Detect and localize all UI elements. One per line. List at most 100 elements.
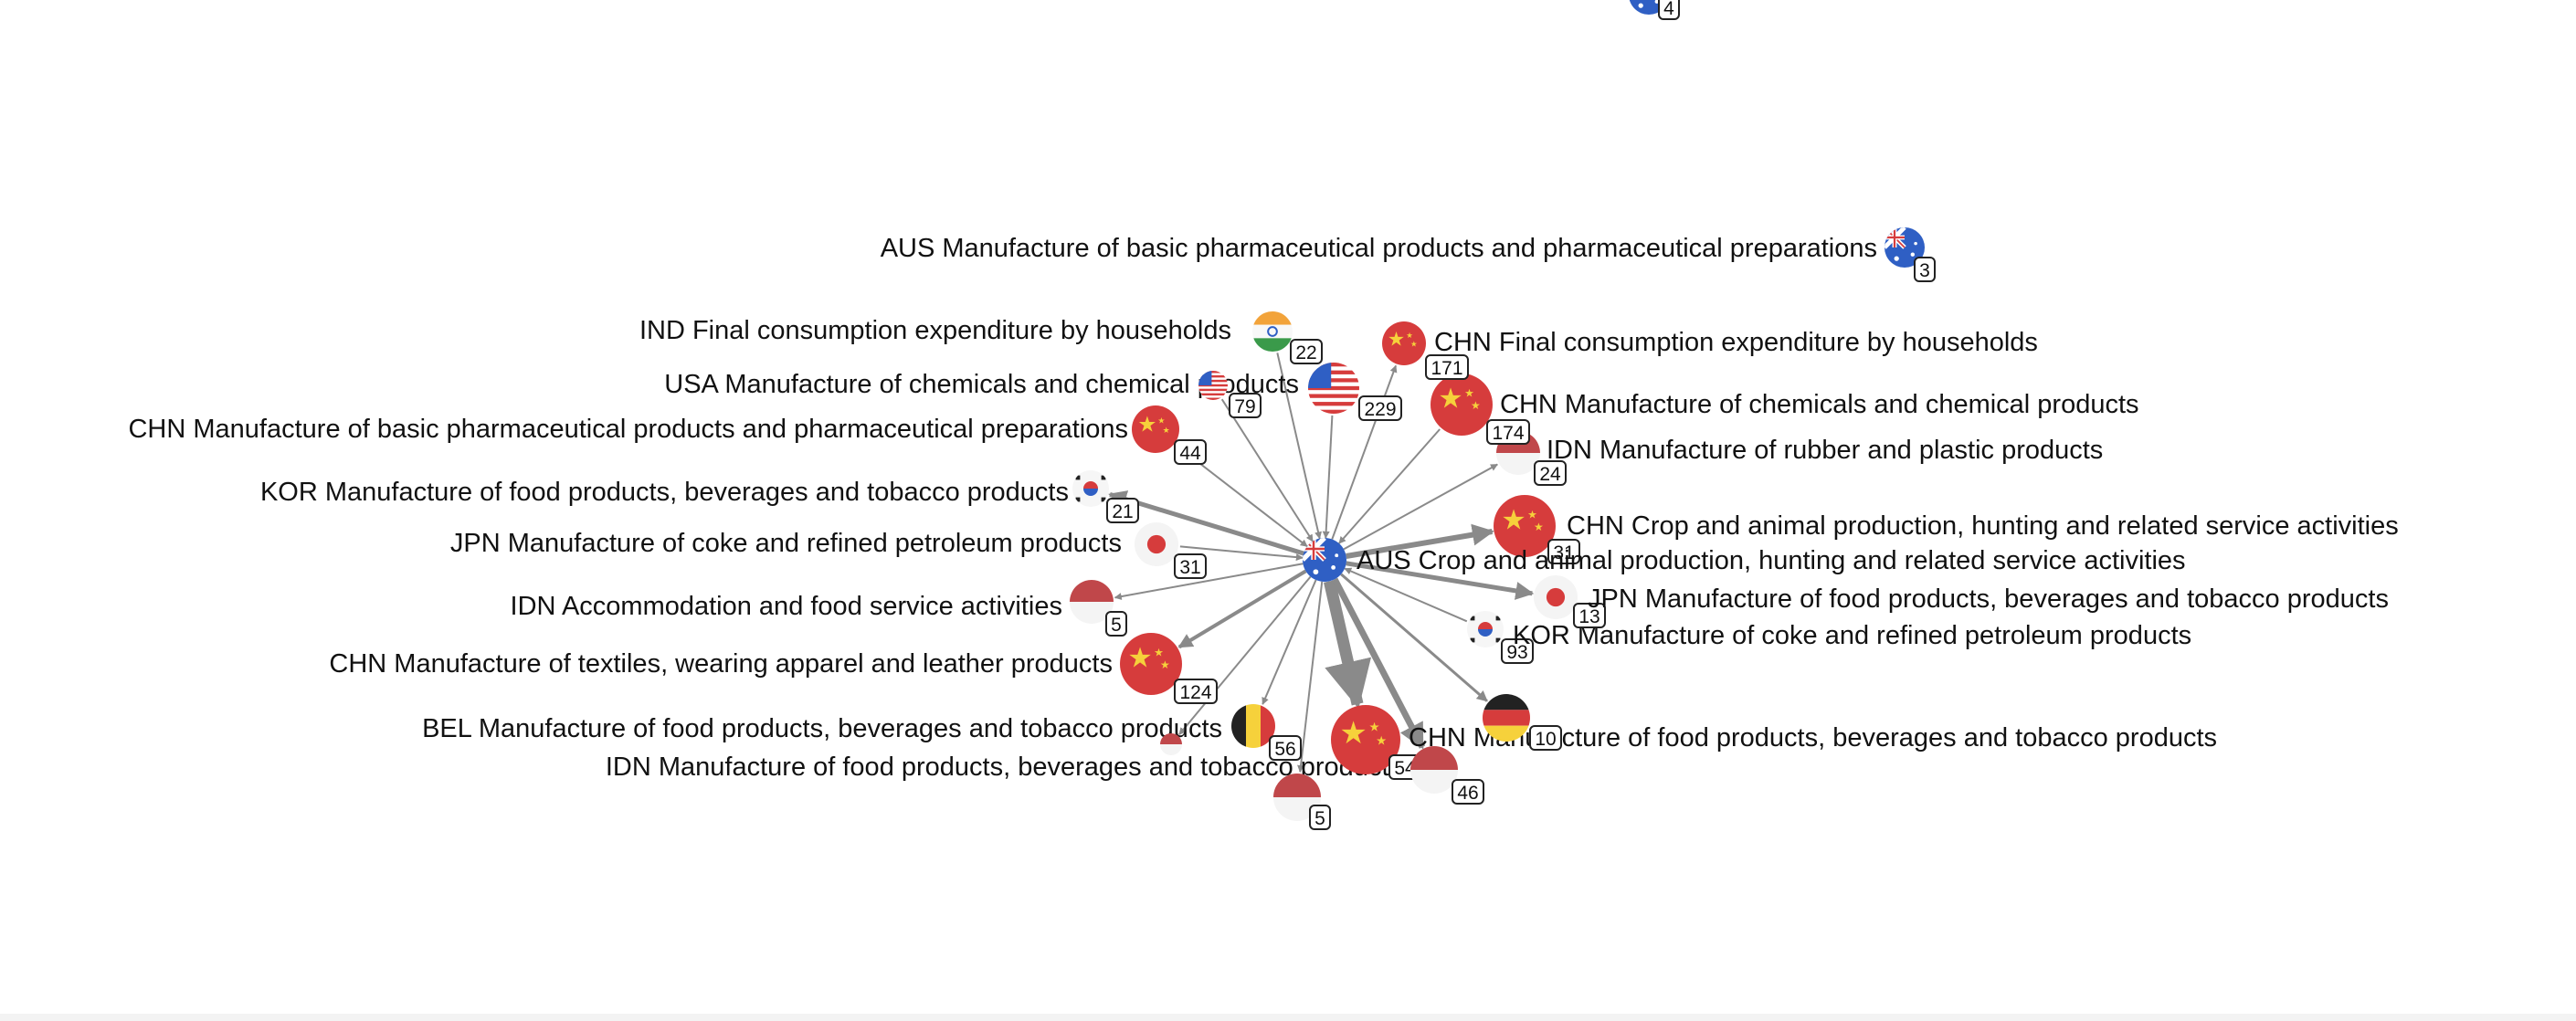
aus-flag-icon <box>1303 538 1346 582</box>
node-badge <box>1106 498 1139 523</box>
node-label: JPN Manufacture of coke and refined petr… <box>450 529 1122 558</box>
node-badge <box>1658 0 1680 20</box>
edge-jpn_food <box>1346 561 1535 600</box>
svg-text:★: ★ <box>1154 647 1164 659</box>
node-badge-value: 79 <box>1234 396 1255 417</box>
node-badge-value: 124 <box>1179 682 1211 703</box>
svg-text:★: ★ <box>1471 399 1481 412</box>
svg-text:★: ★ <box>1438 383 1462 414</box>
node-bel_food[interactable]: 56 BEL Manufacture of food products, beve… <box>422 704 1302 761</box>
deu-flag-icon <box>1483 694 1530 742</box>
node-badge-value: 5 <box>1111 615 1122 636</box>
node-badge-value: 13 <box>1578 606 1599 627</box>
node-label: JPN Manufacture of food products, bevera… <box>1588 584 2389 614</box>
node-badge-value: 56 <box>1274 739 1295 760</box>
edge-ind_cons <box>1276 353 1322 540</box>
node-badge <box>1452 779 1484 805</box>
svg-text:★: ★ <box>1163 426 1170 435</box>
node-badge <box>1229 393 1262 418</box>
svg-text:★: ★ <box>1406 331 1413 340</box>
svg-text:★: ★ <box>1157 416 1165 426</box>
node-badge-value: 21 <box>1112 501 1133 522</box>
edge-chn_food <box>1324 579 1372 710</box>
node-badge <box>1914 257 1936 282</box>
node-badge-value: 24 <box>1539 464 1561 485</box>
edge-deu <box>1340 573 1488 702</box>
node-badge <box>1290 339 1323 364</box>
node-badge-value: 10 <box>1535 729 1556 750</box>
edge-idn_food <box>1178 575 1312 735</box>
node-label: CHN Crop and animal production, hunting … <box>1567 511 2399 541</box>
node-center[interactable]: AUS Crop and animal production, hunting … <box>1303 538 2186 582</box>
idn-flag-icon <box>1160 733 1182 755</box>
svg-text:★: ★ <box>1369 721 1380 734</box>
node-label: IDN Manufacture of rubber and plastic pr… <box>1547 436 2103 465</box>
edge-chn_crop <box>1346 523 1494 559</box>
node-usa_chem[interactable]: 229 USA Manufacture of chemicals and chem… <box>664 363 1402 421</box>
center-node-label: AUS Crop and animal production, hunting … <box>1357 546 2186 575</box>
node-label: USA Manufacture of chemicals and chemica… <box>664 370 1299 399</box>
svg-text:★: ★ <box>1534 521 1544 533</box>
node-badge-value: 46 <box>1457 783 1478 804</box>
node-top[interactable]: 4 <box>1629 0 1680 20</box>
svg-text:★: ★ <box>1464 387 1474 400</box>
edge-idn_bottom <box>1297 581 1324 773</box>
node-label: IDN Accommodation and food service activ… <box>511 592 1062 621</box>
jpn-flag-icon <box>1135 522 1178 566</box>
node-badge <box>1547 539 1580 564</box>
node-idn_food[interactable]: IDN Manufacture of food products, bevera… <box>606 733 1402 782</box>
node-badge-value: 229 <box>1364 399 1396 420</box>
node-badge <box>1501 638 1534 664</box>
edge-usa_chem <box>1322 415 1334 539</box>
svg-text:★: ★ <box>1127 642 1152 673</box>
node-badge <box>1486 419 1530 445</box>
node-badge-value: 31 <box>1553 542 1574 563</box>
edge-idn_rubber <box>1343 463 1498 551</box>
svg-text:★: ★ <box>1160 658 1170 671</box>
node-idn_46[interactable]: 46 <box>1410 746 1484 805</box>
edge-layer <box>1108 353 1535 773</box>
ind-flag-icon <box>1252 311 1293 352</box>
chn-flag-icon: ★★★ <box>1494 495 1556 557</box>
edge-usa_small <box>1220 398 1314 542</box>
svg-text:★: ★ <box>1137 413 1156 437</box>
node-badge-value: 44 <box>1179 443 1201 464</box>
node-idn_bottom[interactable]: 5 <box>1273 774 1331 830</box>
node-badge-value: 54 <box>1394 758 1416 779</box>
node-deu[interactable]: 10 <box>1483 694 1562 751</box>
node-label: CHN Manufacture of basic pharmaceutical … <box>128 415 1128 444</box>
node-label: BEL Manufacture of food products, bevera… <box>422 714 1222 743</box>
edge-bel_food <box>1262 579 1317 705</box>
node-label: AUS Manufacture of basic pharmaceutical … <box>881 234 1877 263</box>
edge-idn_46 <box>1331 577 1426 750</box>
node-badge-value: 93 <box>1506 642 1527 663</box>
node-badge <box>1309 805 1331 830</box>
chn-flag-icon: ★★★ <box>1132 405 1179 453</box>
node-idn_accom[interactable]: 5 IDN Accommodation and food service acti… <box>511 580 1127 637</box>
chn-flag-icon: ★★★ <box>1431 374 1493 436</box>
node-usa_small[interactable]: 79 <box>1198 371 1262 418</box>
node-badge-value: 22 <box>1295 342 1316 363</box>
node-badge <box>1534 460 1567 486</box>
svg-text:★: ★ <box>1388 327 1405 350</box>
node-badge <box>1174 553 1207 579</box>
node-badge <box>1425 354 1469 380</box>
idn-flag-icon <box>1410 746 1458 794</box>
node-badge <box>1573 603 1606 628</box>
node-badge <box>1105 611 1127 637</box>
